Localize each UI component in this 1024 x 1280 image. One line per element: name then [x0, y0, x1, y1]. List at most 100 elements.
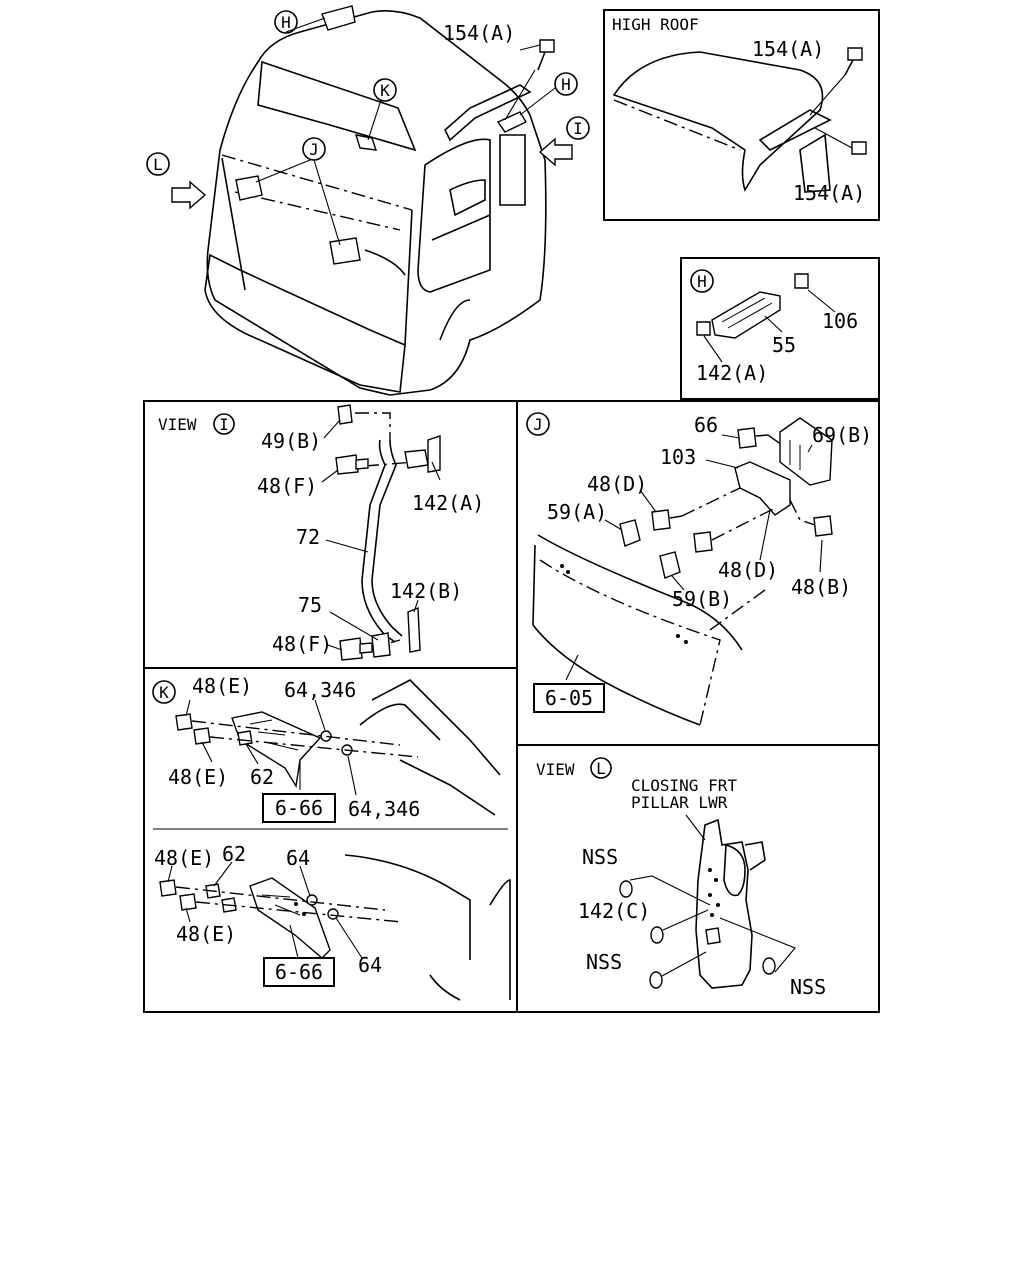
k-lower-label-64-top: 64: [286, 846, 310, 870]
j-dash-4: [789, 499, 816, 526]
k-lower-label-48e-bottom: 48(E): [176, 922, 236, 946]
detail-j-label-59a: 59(A): [547, 500, 607, 524]
leader-nss-right: [719, 917, 796, 973]
bracket-142a: [404, 449, 429, 469]
k-upper-body-3: [399, 759, 496, 816]
assist-grip-center: [329, 237, 361, 265]
high-roof-bolt-bottom: [851, 141, 867, 155]
detail-j-ref-box: [533, 683, 605, 713]
view-i-panel: VIEW I 49(B) 48(F) 142(A) 72 142(B) 75: [158, 404, 484, 661]
leader-k-upper-48e-top: [185, 699, 191, 717]
grab-handle-top: [321, 5, 356, 31]
high-roof-shape: [612, 51, 824, 192]
k-upper-label-62: 62: [250, 765, 274, 789]
k-upper-lamp: [231, 711, 322, 788]
leader-k-upper-62: [245, 743, 259, 765]
high-roof-leader-bottom: [814, 127, 853, 149]
leader-154a-2: [504, 69, 536, 121]
k-lower-label-62: 62: [222, 842, 246, 866]
j-dash-2: [711, 507, 776, 541]
roof-rail: [444, 84, 532, 142]
view-i-title: VIEW: [158, 415, 197, 434]
bracket-69b-detail: [789, 440, 801, 470]
leader-48f-top: [321, 469, 339, 483]
plate-142b: [407, 606, 421, 653]
leader-h-top: [285, 17, 326, 33]
nut-49b: [337, 404, 353, 425]
k-lower-label-48e-top: 48(E): [154, 846, 214, 870]
leader-k-upper-48e-bottom: [201, 741, 213, 763]
bolt-48f-top-shank: [355, 458, 369, 470]
leader-k-lower-64-top: [299, 865, 311, 897]
k-upper-label-64-346-top: 64,346: [284, 678, 356, 702]
view-i-label-142b: 142(B): [390, 579, 462, 603]
k-lower-dash-2: [195, 901, 403, 923]
detail-h-label-106: 106: [822, 309, 858, 333]
k-lower-dash-1: [175, 886, 386, 911]
leader-103: [705, 459, 739, 469]
cab-roof-panel: [257, 60, 417, 152]
detail-j-callout-label: J: [533, 415, 543, 434]
bolt-48b: [813, 515, 833, 537]
k-lower-ref-box: [263, 957, 335, 987]
rear-window: [499, 134, 526, 206]
leader-k-lower-48e-top: [167, 865, 173, 883]
detail-h-label-55: 55: [772, 333, 796, 357]
bolt-48f-bottom-shank: [359, 642, 373, 654]
k-lower-lamp-detail: [261, 894, 301, 916]
windshield-left-edge: [221, 157, 246, 291]
j-dash-1: [681, 487, 741, 517]
detail-j-label-48b: 48(B): [791, 575, 851, 599]
k-lower-bolt-48e-bottom: [179, 893, 197, 911]
high-roof-rail: [758, 109, 832, 151]
view-i-label-49b: 49(B): [261, 429, 321, 453]
pillar-hole-1: [708, 868, 712, 872]
high-roof-label-154a-bottom: 154(A): [793, 181, 865, 205]
view-l-callout-label: L: [596, 759, 606, 778]
high-roof-panel: HIGH ROOF 154(A) 154(A): [603, 9, 880, 221]
leader-k-upper-64-top: [314, 699, 326, 731]
callout-h-top: [274, 10, 298, 34]
lower-grid-frame: [143, 400, 880, 1013]
k-lower-body-3: [429, 974, 461, 1001]
hole-3: [676, 634, 680, 638]
clip-59b: [659, 551, 681, 579]
view-i-label-48f-top: 48(F): [257, 474, 317, 498]
k-upper-body-1: [371, 679, 501, 776]
spacer-75: [371, 632, 391, 658]
grab-handle-right: [496, 111, 527, 133]
view-i-callout-label: I: [219, 415, 229, 434]
view-l-label-142c: 142(C): [578, 899, 650, 923]
hole-2: [566, 570, 570, 574]
leader-142b: [413, 599, 419, 613]
leader-48d-mid: [759, 509, 771, 561]
view-i-label-48f-bottom: 48(F): [272, 632, 332, 656]
bolt-154a: [539, 39, 555, 53]
leader-59b: [671, 575, 685, 591]
k-lower-hole-1: [294, 902, 298, 906]
callout-i: [566, 116, 590, 140]
k-upper-dash-2: [209, 736, 419, 758]
detail-h-box: [680, 257, 880, 400]
k-lower-nut-64-top: [306, 894, 318, 906]
k-lower-label-64-bottom: 64: [358, 953, 382, 977]
leader-k-lower-48e-bottom: [185, 907, 191, 923]
detail-j-callout: [526, 412, 550, 436]
detail-j-label-66: 66: [694, 413, 718, 437]
k-upper-label-64-346-bottom: 64,346: [348, 797, 420, 821]
callout-k: [373, 78, 397, 102]
leader-j-left: [255, 159, 311, 183]
leader-48f-bottom: [327, 644, 343, 651]
leader-pillar-note: [685, 814, 706, 841]
detail-j-panel: J: [526, 412, 872, 726]
header-panel-left: [532, 544, 701, 726]
pillar-square-hole: [705, 927, 721, 945]
k-lower-bolt-48e-top: [159, 879, 177, 897]
k-lower-body-1: [344, 854, 471, 960]
pillar-hole-5: [710, 913, 714, 917]
high-roof-bolt-top-shank: [844, 59, 854, 76]
view-l-label-nss-right: NSS: [790, 975, 826, 999]
view-l-label-nss-top: NSS: [582, 845, 618, 869]
bolt-48d-top-shank: [669, 515, 683, 519]
k-lower-body-2: [489, 879, 511, 1000]
